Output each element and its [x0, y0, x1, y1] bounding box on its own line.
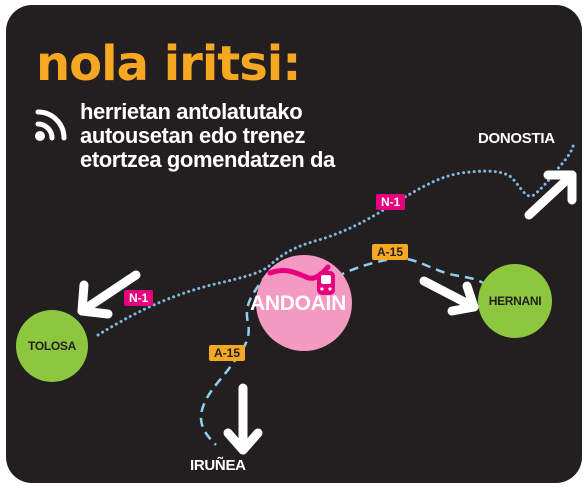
- route-map: [77, 141, 577, 455]
- arrow-hernani-icon: [419, 276, 479, 316]
- n1-badge-north: N-1: [376, 194, 406, 210]
- a15-south-road: [199, 272, 269, 446]
- map-card: [6, 5, 582, 483]
- arrow-iruñea-icon: [223, 383, 263, 455]
- hernani-circle: HERNANI: [478, 264, 552, 338]
- arrow-donostia-icon: [524, 170, 577, 220]
- tolosa-circle: TOLOSA: [16, 310, 88, 382]
- signal-waves-icon: [35, 109, 67, 141]
- tolosa-label: TOLOSA: [28, 339, 76, 353]
- subtitle: herrietan antolatutako autousetan edo tr…: [80, 100, 335, 172]
- arrow-tolosa-icon: [77, 270, 141, 319]
- iruñea-label: IRUÑEA: [190, 457, 246, 474]
- n1-road: [96, 141, 576, 337]
- hernani-label: HERNANI: [488, 294, 542, 308]
- a15-east-road: [335, 256, 497, 296]
- a15-badge-east: A-15: [372, 244, 409, 260]
- subtitle-line-1: herrietan antolatutako: [80, 99, 303, 124]
- subtitle-line-3: etortzea gomendatzen da: [80, 147, 335, 172]
- donostia-label: DONOSTIA: [478, 130, 555, 147]
- a15-badge-south: A-15: [209, 345, 246, 361]
- subtitle-line-2: autousetan edo trenez: [80, 123, 306, 148]
- andoain-label: ANDOAIN: [250, 292, 346, 315]
- train-station-icon: [317, 271, 335, 295]
- n1-badge-west: N-1: [124, 290, 154, 306]
- page-title: nola iritsi:: [36, 36, 301, 92]
